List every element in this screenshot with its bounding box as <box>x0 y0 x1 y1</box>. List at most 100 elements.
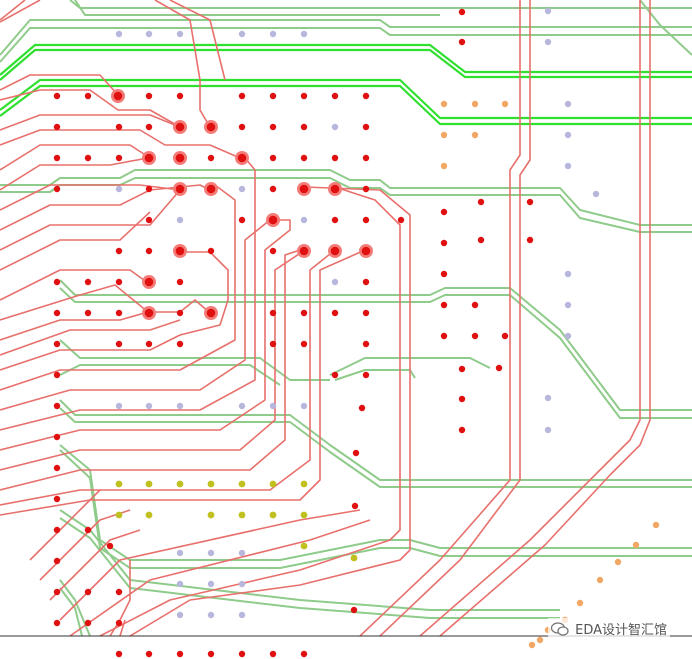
lavender-pad-6 <box>300 30 308 38</box>
lavender-pad-15 <box>176 402 184 410</box>
red-pad-81 <box>176 650 184 658</box>
red-trace-13 <box>0 269 149 301</box>
orange-pad-3 <box>501 100 509 108</box>
orange-pad-2 <box>471 100 479 108</box>
red-pad-97 <box>440 332 448 340</box>
red-pad-76 <box>84 619 92 627</box>
highlight-pad-4 <box>144 153 154 163</box>
red-pad-33 <box>397 216 405 224</box>
red-pad-32 <box>362 216 370 224</box>
red-pad-54 <box>176 340 184 348</box>
red-trace-32 <box>129 186 411 637</box>
green-trace-14 <box>59 399 692 481</box>
red-pad-74 <box>115 588 123 596</box>
highlight-pad-11 <box>268 215 278 225</box>
red-pad-3 <box>145 92 153 100</box>
red-trace-23 <box>0 249 301 491</box>
red-trace-4 <box>0 89 181 128</box>
red-pad-31 <box>331 216 339 224</box>
red-pad-45 <box>115 309 123 317</box>
green-trace-5 <box>639 0 692 56</box>
red-trace-37 <box>419 0 641 637</box>
olive-pad-11 <box>238 511 246 519</box>
lavender-pad-8 <box>115 185 123 193</box>
red-pad-1 <box>53 92 61 100</box>
red-pad-60 <box>362 371 370 379</box>
green-trace-4 <box>74 0 440 16</box>
red-pad-19 <box>115 154 123 162</box>
bright-green-trace-2 <box>0 48 692 81</box>
red-pad-92 <box>477 236 485 244</box>
green-trace-1 <box>0 19 692 56</box>
red-trace-18 <box>0 184 236 391</box>
red-pad-87 <box>458 38 466 46</box>
red-pad-13 <box>238 123 246 131</box>
orange-pad-6 <box>440 162 448 170</box>
orange-pad-9 <box>614 558 622 566</box>
red-pad-18 <box>84 154 92 162</box>
highlight-pad-2 <box>175 122 185 132</box>
red-trace-36 <box>379 0 531 637</box>
highlight-pad-5 <box>175 153 185 163</box>
red-pad-62 <box>358 404 366 412</box>
red-pad-35 <box>145 247 153 255</box>
red-pad-69 <box>53 526 61 534</box>
red-pad-68 <box>84 526 92 534</box>
highlight-pad-16 <box>144 277 154 287</box>
red-pad-2 <box>84 92 92 100</box>
lavender-pad-12 <box>331 278 339 286</box>
olive-pad-4 <box>207 480 215 488</box>
bright-green-trace-3 <box>0 78 692 120</box>
olive-pad-6 <box>269 480 277 488</box>
red-trace-38 <box>439 0 651 637</box>
red-pad-25 <box>53 185 61 193</box>
red-pad-50 <box>362 309 370 317</box>
green-trace-17 <box>59 449 692 569</box>
red-trace-30 <box>69 519 371 637</box>
red-pad-23 <box>331 154 339 162</box>
highlight-pad-6 <box>237 153 247 163</box>
red-pad-37 <box>269 247 277 255</box>
red-trace-8 <box>0 157 149 191</box>
lavender-pad-36 <box>564 332 572 340</box>
red-pad-71 <box>53 557 61 565</box>
red-pad-86 <box>458 8 466 16</box>
red-pad-61 <box>53 402 61 410</box>
red-trace-24 <box>0 249 336 506</box>
red-pad-9 <box>362 92 370 100</box>
bright-green-trace-4 <box>0 84 692 126</box>
highlight-pad-15 <box>361 246 371 256</box>
red-pad-100 <box>458 365 466 373</box>
lavender-pad-29 <box>544 38 552 46</box>
red-trace-1 <box>0 0 26 21</box>
red-pad-12 <box>145 123 153 131</box>
green-trace-2 <box>0 27 692 63</box>
lavender-pad-26 <box>207 611 215 619</box>
red-pad-88 <box>440 208 448 216</box>
red-pad-80 <box>145 650 153 658</box>
red-pad-103 <box>458 426 466 434</box>
green-trace-16 <box>59 444 692 561</box>
orange-pad-10 <box>596 576 604 584</box>
red-pad-96 <box>471 301 479 309</box>
red-pad-91 <box>440 239 448 247</box>
lavender-pad-7 <box>331 123 339 131</box>
red-pad-29 <box>145 216 153 224</box>
red-pad-95 <box>440 301 448 309</box>
olive-pad-14 <box>300 542 308 550</box>
red-pad-34 <box>115 247 123 255</box>
red-trace-9 <box>0 184 181 211</box>
watermark-text: EDA设计智汇馆 <box>575 623 667 638</box>
lavender-pad-20 <box>207 549 215 557</box>
red-pad-17 <box>53 154 61 162</box>
olive-pad-3 <box>176 480 184 488</box>
lavender-pad-16 <box>238 402 246 410</box>
red-pad-98 <box>471 332 479 340</box>
highlight-pad-7 <box>175 184 185 194</box>
red-pad-43 <box>53 309 61 317</box>
red-pad-67 <box>53 495 61 503</box>
highlight-pad-8 <box>206 184 216 194</box>
red-trace-7 <box>0 144 151 171</box>
red-pad-73 <box>84 588 92 596</box>
